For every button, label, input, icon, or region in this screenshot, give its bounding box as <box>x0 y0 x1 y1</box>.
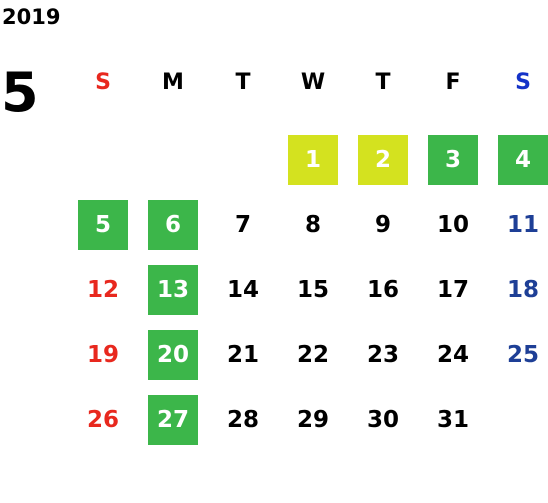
day-cell: 10 <box>418 192 488 257</box>
calendar-month: 5 <box>1 61 39 124</box>
day-cell: 21 <box>208 322 278 387</box>
day-cell: 14 <box>208 257 278 322</box>
day-cell: 3 <box>418 127 488 192</box>
day-cell: 23 <box>348 322 418 387</box>
day-cell: 27 <box>138 387 208 452</box>
day-number: 15 <box>296 276 329 303</box>
day-cell: 15 <box>278 257 348 322</box>
day-number: 12 <box>86 276 119 303</box>
day-number: 21 <box>226 341 259 368</box>
day-cell: 18 <box>488 257 548 322</box>
day-number: 28 <box>226 406 259 433</box>
weekday-header: M <box>162 69 184 95</box>
weekday-header: S <box>515 69 531 95</box>
day-number: 27 <box>148 394 198 445</box>
day-cell: 22 <box>278 322 348 387</box>
empty-day-cell <box>138 127 208 192</box>
day-cell: 25 <box>488 322 548 387</box>
day-cell: 31 <box>418 387 488 452</box>
day-number: 29 <box>296 406 329 433</box>
weekday-header: F <box>445 69 461 95</box>
weekday-header: W <box>300 69 326 95</box>
day-number: 11 <box>506 211 539 238</box>
day-number: 16 <box>366 276 399 303</box>
day-cell: 4 <box>488 127 548 192</box>
day-cell: 16 <box>348 257 418 322</box>
day-cell: 8 <box>278 192 348 257</box>
day-number: 4 <box>498 134 548 185</box>
day-cell: 9 <box>348 192 418 257</box>
day-cell: 20 <box>138 322 208 387</box>
day-number: 20 <box>148 329 198 380</box>
day-number: 17 <box>436 276 469 303</box>
calendar-year: 2019 <box>2 5 61 29</box>
day-number: 8 <box>304 211 321 238</box>
day-number: 31 <box>436 406 469 433</box>
empty-day-cell <box>68 127 138 192</box>
weekday-header: T <box>235 69 251 95</box>
day-cell: 30 <box>348 387 418 452</box>
day-number: 14 <box>226 276 259 303</box>
day-cell: 28 <box>208 387 278 452</box>
day-cell: 1 <box>278 127 348 192</box>
day-cell: 2 <box>348 127 418 192</box>
day-cell: 26 <box>68 387 138 452</box>
day-number: 7 <box>234 211 251 238</box>
day-number: 3 <box>428 134 478 185</box>
weekday-header: T <box>375 69 391 95</box>
day-number: 24 <box>436 341 469 368</box>
day-number: 10 <box>436 211 469 238</box>
day-cell: 12 <box>68 257 138 322</box>
day-number: 19 <box>86 341 119 368</box>
day-number: 5 <box>78 199 128 250</box>
day-cell: 29 <box>278 387 348 452</box>
day-cell: 6 <box>138 192 208 257</box>
day-cell: 5 <box>68 192 138 257</box>
day-number: 25 <box>506 341 539 368</box>
day-number: 18 <box>506 276 539 303</box>
day-cell: 24 <box>418 322 488 387</box>
day-number: 22 <box>296 341 329 368</box>
day-number: 26 <box>86 406 119 433</box>
day-number: 30 <box>366 406 399 433</box>
day-cell: 19 <box>68 322 138 387</box>
day-number: 9 <box>374 211 391 238</box>
weekday-header: S <box>95 69 111 95</box>
day-cell: 17 <box>418 257 488 322</box>
day-number: 6 <box>148 199 198 250</box>
day-number: 1 <box>288 134 338 185</box>
day-number: 2 <box>358 134 408 185</box>
day-number: 13 <box>148 264 198 315</box>
day-cell: 7 <box>208 192 278 257</box>
day-cell: 11 <box>488 192 548 257</box>
empty-day-cell <box>208 127 278 192</box>
day-number: 23 <box>366 341 399 368</box>
day-cell: 13 <box>138 257 208 322</box>
